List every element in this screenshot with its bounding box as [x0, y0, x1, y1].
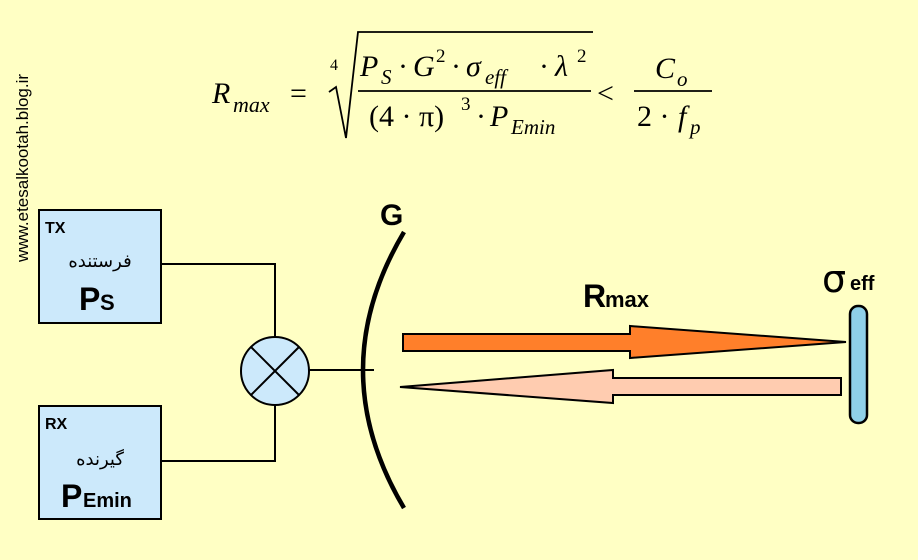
tx-tag: TX: [45, 220, 66, 237]
num-lambda: λ: [554, 50, 568, 83]
num-sigma-sub: eff: [485, 65, 509, 89]
watermark-text: www.etesalkootah.blog.ir: [13, 74, 32, 263]
formula-root-index: 4: [330, 57, 338, 74]
den-exp: 3: [461, 94, 471, 115]
range-label: R: [583, 278, 606, 314]
den-p: P: [489, 100, 508, 133]
den-dot: ·: [476, 100, 486, 133]
num-dot-2: ·: [451, 50, 461, 83]
num-g: G: [413, 50, 435, 83]
tx-power-symbol: P: [79, 281, 100, 317]
formula-numerator: P S · G 2 · σ eff · λ 2: [359, 46, 587, 89]
rx-tag: RX: [45, 416, 68, 433]
reflector-target-icon: [848, 304, 869, 425]
range-label-sub: max: [605, 287, 650, 312]
num-g-exp: 2: [436, 46, 446, 67]
num-p: P: [359, 50, 378, 83]
radar-range-formula: R max = 4 P S · G 2 · σ eff · λ 2 (4 · π…: [211, 31, 712, 139]
transmit-arrow: [402, 324, 847, 360]
rhs-c-sub: o: [677, 67, 688, 91]
rhs-f-sub: p: [688, 115, 701, 139]
rx-power-symbol: P: [61, 478, 82, 514]
rhs-two-dot: 2 ·: [637, 100, 677, 133]
rx-persian-label: گیرنده: [76, 448, 124, 470]
tx-power-sub: S: [100, 290, 115, 315]
num-lambda-exp: 2: [577, 46, 587, 67]
num-dot-3: ·: [539, 50, 549, 83]
circle-x-mixer-icon: [240, 336, 310, 406]
parabolic-reflector-icon: [360, 230, 406, 510]
rx-receiver-box: RX گیرنده P Emin: [38, 405, 162, 520]
formula-lhs-r: R: [211, 77, 230, 110]
target-rcs-symbol: σ: [822, 257, 846, 301]
formula-equals: =: [290, 77, 307, 110]
rhs-f: f: [678, 100, 690, 133]
rhs-c: C: [655, 52, 676, 85]
formula-less-than: <: [597, 77, 614, 110]
echo-return-arrow: [399, 368, 842, 405]
target-rcs-sub: eff: [850, 273, 875, 295]
tx-persian-label: فرستنده: [68, 251, 131, 272]
num-dot-1: ·: [398, 50, 408, 83]
den-p-sub: Emin: [510, 115, 555, 139]
num-sigma: σ: [466, 50, 482, 83]
tx-transmitter-box: TX فرستنده P S: [38, 209, 162, 324]
formula-lhs-sub: max: [233, 92, 270, 117]
rx-power-sub: Emin: [83, 490, 132, 512]
den-four-pi: (4 · π): [369, 100, 444, 133]
antenna-gain-label: G: [380, 199, 403, 232]
formula-radical-sign: [328, 31, 593, 139]
num-p-sub: S: [381, 65, 392, 89]
formula-denominator: (4 · π) 3 · P Emin: [369, 94, 555, 139]
